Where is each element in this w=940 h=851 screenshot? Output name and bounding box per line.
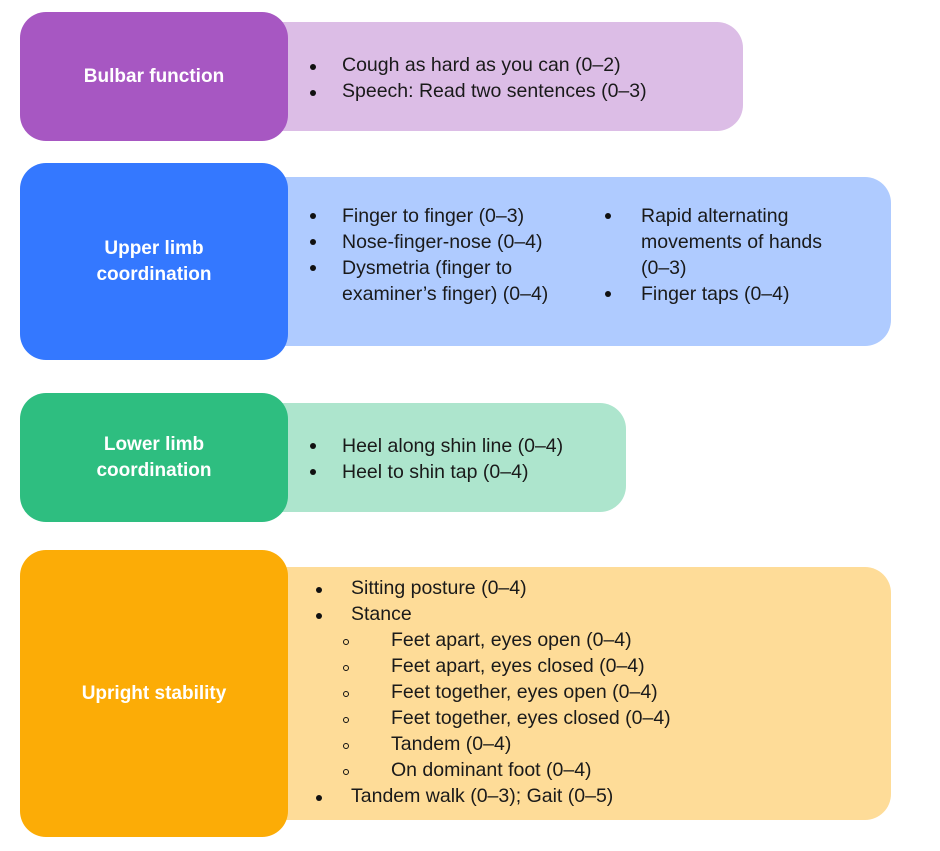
list-item: Stance [351, 603, 412, 625]
list-item: Tandem walk (0–3); Gait (0–5) [351, 785, 614, 807]
list-item: Rapid alternating [641, 205, 789, 227]
list-item: Dysmetria (finger to [342, 257, 513, 279]
upright-stability-items-panel: Sitting posture (0–4) Stance Feet apart,… [268, 567, 891, 820]
bullet-icon [316, 587, 322, 593]
bullet-icon [310, 265, 316, 271]
bulbar-function-title: Bulbar function [83, 65, 225, 87]
bullet-icon [605, 213, 611, 219]
sub-bullet-icon [343, 639, 349, 645]
upper-limb-title-line: coordination [96, 263, 212, 285]
upright-stability-title: Upright stability [81, 682, 227, 704]
sub-bullet-icon [343, 769, 349, 775]
sub-list-item: Feet apart, eyes open (0–4) [391, 629, 632, 651]
bullet-icon [310, 443, 316, 449]
sub-list-item: On dominant foot (0–4) [391, 759, 592, 781]
list-item-continuation: movements of hands [641, 231, 823, 253]
upright-stability-header: Upright stability [20, 550, 288, 837]
list-item: Heel to shin tap (0–4) [342, 461, 529, 483]
lower-limb-coordination-items-panel: Heel along shin line (0–4) Heel to shin … [268, 403, 626, 512]
bullet-icon [316, 613, 322, 619]
bullet-icon [310, 213, 316, 219]
bulbar-function-header: Bulbar function [20, 12, 288, 141]
bullet-icon [316, 795, 322, 801]
bullet-icon [605, 291, 611, 297]
bullet-icon [310, 90, 316, 96]
lower-limb-coordination-header: Lower limb coordination [20, 393, 288, 522]
sub-list-item: Tandem (0–4) [391, 733, 512, 755]
list-item: Speech: Read two sentences (0–3) [342, 80, 647, 102]
sub-list-item: Feet together, eyes closed (0–4) [391, 707, 671, 729]
upper-limb-coordination-items-panel: Finger to finger (0–3) Nose-finger-nose … [268, 177, 891, 346]
list-item-continuation: examiner’s finger) (0–4) [342, 283, 549, 305]
list-item: Finger to finger (0–3) [342, 205, 525, 227]
sub-bullet-icon [343, 717, 349, 723]
list-item: Finger taps (0–4) [641, 283, 790, 305]
lower-limb-title-line: Lower limb [103, 433, 205, 455]
sub-bullet-icon [343, 691, 349, 697]
sub-bullet-icon [343, 743, 349, 749]
bullet-icon [310, 64, 316, 70]
list-item: Nose-finger-nose (0–4) [342, 231, 543, 253]
bulbar-function-items-panel: Cough as hard as you can (0–2) Speech: R… [268, 22, 743, 131]
upper-limb-coordination-header: Upper limb coordination [20, 163, 288, 360]
list-item: Cough as hard as you can (0–2) [342, 54, 621, 76]
upper-limb-title-line: Upper limb [104, 237, 204, 259]
sub-bullet-icon [343, 665, 349, 671]
list-item: Sitting posture (0–4) [351, 577, 527, 599]
list-item-continuation: (0–3) [641, 257, 687, 279]
bullet-icon [310, 469, 316, 475]
lower-limb-title-line: coordination [96, 459, 212, 481]
list-item: Heel along shin line (0–4) [342, 435, 564, 457]
bullet-icon [310, 239, 316, 245]
sub-list-item: Feet apart, eyes closed (0–4) [391, 655, 645, 677]
sub-list-item: Feet together, eyes open (0–4) [391, 681, 658, 703]
